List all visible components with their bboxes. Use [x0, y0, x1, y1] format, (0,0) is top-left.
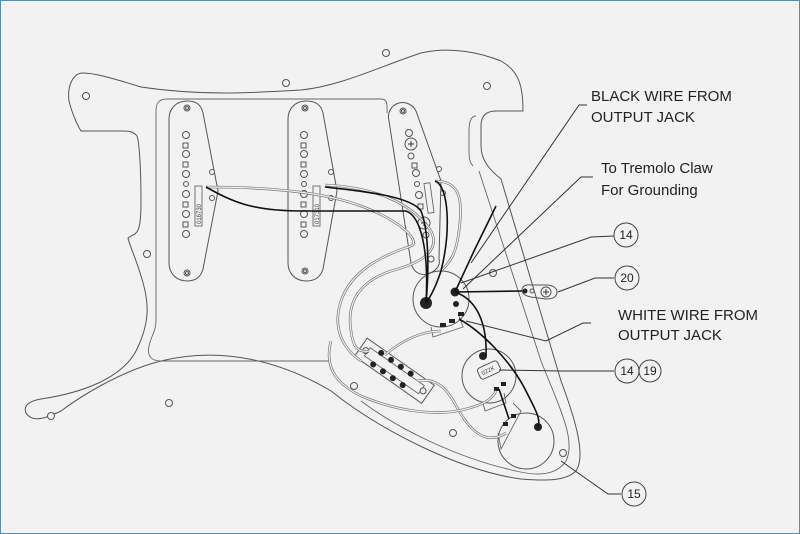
screw-hole: [559, 449, 567, 457]
callout-19-tone: 19: [638, 359, 662, 383]
screw-hole: [47, 412, 55, 420]
svg-text:19: 19: [643, 364, 657, 378]
white-wire-label-line-2: OUTPUT JACK: [618, 327, 722, 344]
svg-text:14: 14: [620, 364, 634, 378]
black-wires: [205, 180, 540, 428]
callout-14-volume: 14: [613, 222, 639, 248]
screw-hole: [282, 79, 290, 87]
black-wire-label-line-1: BLACK WIRE FROM: [591, 88, 732, 105]
leader-black-wire: [470, 104, 587, 264]
tremolo-label-line-1: To Tremolo Claw: [601, 160, 713, 177]
gray-wires: [205, 179, 507, 440]
svg-text:15: 15: [627, 487, 641, 501]
screw-hole: [483, 82, 491, 90]
middle-pickup-label: 017310: [315, 203, 321, 224]
middle-pickup: 017310: [287, 100, 338, 282]
pickguard-control-cavity-outline: [360, 115, 570, 475]
leader-lines: [460, 104, 621, 495]
leader-white-wire: [465, 320, 591, 342]
capacitor: 022K: [476, 360, 502, 380]
five-way-switch: [353, 337, 435, 404]
callout-14-tone: 14: [614, 358, 640, 384]
pickguard-inner-outline: [148, 98, 388, 362]
callout-15-tone: 15: [621, 481, 647, 507]
bridge-pickup: [388, 102, 446, 275]
solder-joint: [453, 301, 459, 307]
white-wire-label-line-1: WHITE WIRE FROM: [618, 307, 758, 324]
screw-hole: [82, 92, 90, 100]
neck-pickup: 016730: [168, 100, 219, 282]
screw-holes: [47, 49, 567, 457]
leader-tremolo: [462, 176, 593, 290]
black-wire-label-line-2: OUTPUT JACK: [591, 109, 695, 126]
solder-joint: [479, 352, 487, 360]
pickguard-outline: [24, 49, 581, 481]
svg-text:14: 14: [619, 228, 633, 242]
ground-lug: [521, 284, 558, 300]
callout-20-ground: 20: [614, 265, 640, 291]
screw-hole: [165, 399, 173, 407]
svg-text:022K: 022K: [481, 366, 496, 377]
leader-callout-14: [460, 235, 615, 284]
leader-callout-14-19: [498, 369, 614, 372]
tone-pot-1: 022K: [461, 348, 517, 412]
screw-hole: [449, 429, 457, 437]
screw-hole: [350, 382, 358, 390]
leader-callout-20: [557, 277, 614, 293]
leader-callout-15: [560, 460, 621, 495]
tremolo-label-line-2: For Grounding: [601, 182, 698, 199]
screw-hole: [143, 250, 151, 258]
neck-pickup-label: 016730: [197, 203, 203, 224]
screw-hole: [382, 49, 390, 57]
svg-text:20: 20: [620, 271, 634, 285]
